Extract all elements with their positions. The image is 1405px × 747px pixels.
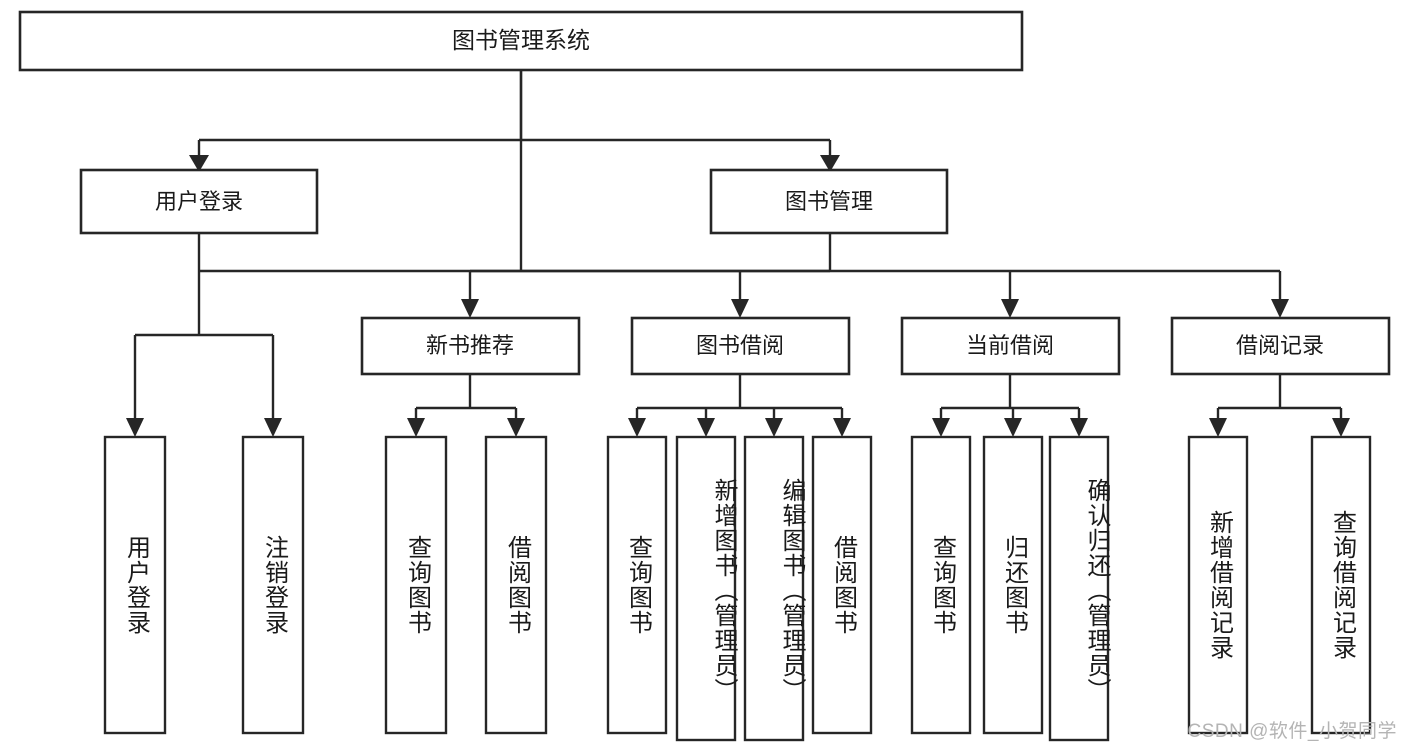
nodes-layer: 图书管理系统 用户登录 图书管理 新书推荐 图书借阅 当前借阅 借阅记录	[18, 10, 1391, 742]
node-label-book-borrow: 图书借阅	[696, 333, 784, 358]
node-box-current-borrow[interactable]	[900, 316, 1121, 376]
arrowhead-leaf-record-add	[1209, 418, 1227, 437]
arrowhead-leaf-newbook-borrow	[507, 418, 525, 437]
node-box-root[interactable]	[18, 10, 1024, 72]
arrowhead-leaf-newbook-query	[407, 418, 425, 437]
node-box-borrow-record[interactable]	[1170, 316, 1391, 376]
arrowhead-leaf-current-return	[1004, 418, 1022, 437]
arrowhead-leaf-borrow-add	[697, 418, 715, 437]
arrowhead-leaf-current-query	[932, 418, 950, 437]
leaf-box-borrow-add[interactable]	[675, 435, 737, 742]
node-box-book-management[interactable]	[709, 168, 949, 235]
connectors-layer	[126, 70, 1350, 437]
arrowhead-level3-borrow	[731, 299, 749, 318]
node-label-borrow-record: 借阅记录	[1236, 333, 1324, 358]
node-label-root: 图书管理系统	[452, 27, 590, 53]
node-label-book-management: 图书管理	[785, 189, 873, 214]
node-box-new-book-recommend[interactable]	[360, 316, 581, 376]
leaf-box-newbook-query[interactable]	[384, 435, 448, 735]
node-box-book-borrow[interactable]	[630, 316, 851, 376]
leaf-box-newbook-borrow[interactable]	[484, 435, 548, 735]
arrowhead-leaf-current-confirm	[1070, 418, 1088, 437]
csdn-watermark: CSDN @软件_小贺同学	[1187, 721, 1397, 742]
node-box-user-login[interactable]	[79, 168, 319, 235]
leaf-box-borrow-query[interactable]	[606, 435, 668, 735]
leaf-box-current-return[interactable]	[982, 435, 1044, 735]
leaf-box-borrow-borrow[interactable]	[811, 435, 873, 735]
arrowhead-level3-newbook	[461, 299, 479, 318]
node-label-user-login: 用户登录	[155, 189, 243, 214]
leaf-box-current-query[interactable]	[910, 435, 972, 735]
arrowhead-leaf-borrow-edit	[765, 418, 783, 437]
leaf-box-borrow-edit[interactable]	[743, 435, 805, 742]
leaf-box-record-add[interactable]	[1187, 435, 1249, 735]
leaf-box-record-query[interactable]	[1310, 435, 1372, 735]
node-label-new-book-recommend: 新书推荐	[426, 333, 514, 358]
arrowhead-level2-right	[820, 155, 840, 172]
arrowhead-leaf-logout	[264, 418, 282, 437]
leaf-box-current-confirm[interactable]	[1048, 435, 1110, 742]
arrowhead-leaf-borrow-query	[628, 418, 646, 437]
arrowhead-level3-record	[1271, 299, 1289, 318]
arrowhead-leaf-borrow-borrow	[833, 418, 851, 437]
arrowhead-level3-current	[1001, 299, 1019, 318]
node-label-current-borrow: 当前借阅	[966, 333, 1054, 358]
leaf-box-user-login[interactable]	[103, 435, 167, 735]
arrowhead-level2-left	[189, 155, 209, 172]
arrowhead-leaf-user-login	[126, 418, 144, 437]
arrowhead-leaf-record-query	[1332, 418, 1350, 437]
leaf-box-logout[interactable]	[241, 435, 305, 735]
